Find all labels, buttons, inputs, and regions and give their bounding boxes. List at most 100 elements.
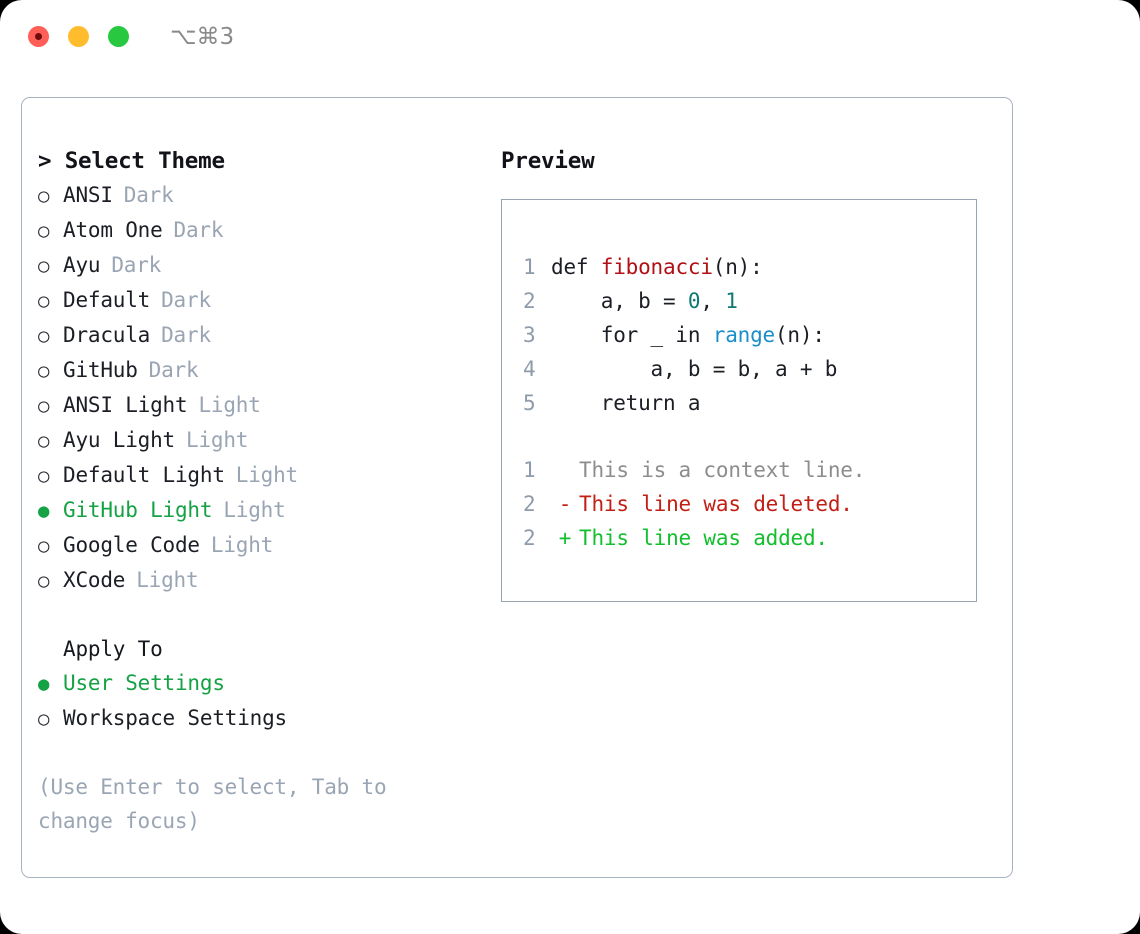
code-token-plain: def (551, 255, 601, 279)
close-button-icon[interactable] (28, 26, 49, 47)
radio-selected-icon: ● (38, 500, 50, 522)
diff-sample: 1 This is a context line.2-This line was… (523, 453, 970, 555)
theme-item-variant-badge: Dark (111, 253, 162, 277)
keyboard-shortcut-label: ⌥⌘3 (170, 24, 235, 50)
theme-item-variant-badge: Dark (161, 323, 211, 347)
code-line-text: def fibonacci(n): (551, 250, 763, 284)
theme-item-default-light[interactable]: ○ Default Light Light (38, 458, 478, 493)
theme-item-label: Dracula (63, 323, 151, 347)
code-token-plain: (n): (712, 255, 763, 279)
minimize-button-icon[interactable] (68, 26, 89, 47)
theme-item-variant-badge: Dark (148, 358, 199, 382)
diff-line-text: This is a context line. (579, 458, 866, 482)
theme-item-label: Default Light (63, 463, 225, 487)
theme-item-google-code[interactable]: ○ Google Code Light (38, 528, 478, 563)
code-line-number: 4 (523, 357, 536, 381)
apply-to-header: Apply To (63, 637, 163, 661)
apply-to-option-user-settings[interactable]: ● User Settings (38, 666, 478, 701)
theme-item-variant-badge: Light (136, 568, 199, 592)
code-line-text: for _ in range(n): (551, 318, 825, 352)
code-token-fn: fibonacci (600, 255, 713, 279)
code-token-call: range (712, 323, 775, 347)
title-bar: ⌥⌘3 (0, 0, 1140, 78)
code-line: 2 a, b = 0, 1 (523, 284, 970, 318)
radio-unselected-icon: ○ (38, 395, 50, 417)
diff-sign-marker: - (558, 492, 572, 516)
list-spacer (38, 598, 478, 632)
code-line-text: a, b = 0, 1 (551, 284, 738, 318)
keyboard-hint-text: (Use Enter to select, Tab to change focu… (38, 775, 387, 833)
theme-item-ansi[interactable]: ○ ANSI Dark (38, 178, 478, 213)
theme-item-label: ANSI (63, 183, 113, 207)
apply-to-option-workspace-settings[interactable]: ○ Workspace Settings (38, 701, 478, 736)
code-line-number: 5 (523, 391, 536, 415)
radio-unselected-icon: ○ (38, 708, 50, 730)
theme-item-label: GitHub (63, 358, 138, 382)
theme-item-default[interactable]: ○ Default Dark (38, 283, 478, 318)
radio-unselected-icon: ○ (38, 535, 50, 557)
diff-sign-marker (551, 453, 579, 487)
code-token-plain: a, b = b, a + b (551, 357, 838, 381)
diff-line-number: 2 (523, 526, 536, 550)
radio-unselected-icon: ○ (38, 465, 50, 487)
radio-unselected-icon: ○ (38, 570, 50, 592)
theme-item-variant-badge: Dark (123, 183, 174, 207)
preview-title: Preview (501, 148, 595, 174)
radio-unselected-icon: ○ (38, 185, 50, 207)
theme-item-variant-badge: Light (198, 393, 261, 417)
diff-line-text: This line was deleted. (579, 492, 853, 516)
diff-line-number: 2 (523, 492, 536, 516)
radio-unselected-icon: ○ (38, 430, 50, 452)
code-token-plain: for _ in (551, 323, 713, 347)
theme-item-label: Atom One (63, 218, 163, 242)
theme-item-dracula[interactable]: ○ Dracula Dark (38, 318, 478, 353)
theme-item-variant-badge: Dark (173, 218, 224, 242)
window-controls (28, 26, 129, 47)
theme-item-ansi-light[interactable]: ○ ANSI Light Light (38, 388, 478, 423)
code-line: 5 return a (523, 386, 970, 420)
theme-item-variant-badge: Light (235, 463, 298, 487)
theme-item-label: GitHub Light (63, 498, 213, 522)
radio-unselected-icon: ○ (38, 325, 50, 347)
diff-sign-marker: + (558, 526, 572, 550)
apply-to-list[interactable]: ● User Settings ○ Workspace Settings (38, 666, 478, 736)
theme-item-label: Google Code (63, 533, 200, 557)
apply-to-option-label: User Settings (63, 671, 225, 695)
radio-selected-icon: ● (38, 673, 50, 695)
diff-line-text: This line was added. (579, 526, 828, 550)
maximize-button-icon[interactable] (108, 26, 129, 47)
code-line-number: 3 (523, 323, 536, 347)
code-line: 3 for _ in range(n): (523, 318, 970, 352)
code-line-number: 2 (523, 289, 536, 313)
select-theme-header: > Select Theme (38, 148, 225, 174)
code-token-num: 1 (725, 289, 738, 313)
diff-line-add: 2 + This line was added. (523, 521, 970, 555)
code-line-text: a, b = b, a + b (551, 352, 838, 386)
theme-item-github-light[interactable]: ● GitHub Light Light (38, 493, 478, 528)
theme-item-xcode[interactable]: ○ XCode Light (38, 563, 478, 598)
diff-line-del: 2-This line was deleted. (523, 487, 970, 521)
radio-unselected-icon: ○ (38, 255, 50, 277)
theme-item-label: Ayu Light (63, 428, 175, 452)
theme-item-label: ANSI Light (63, 393, 188, 417)
theme-item-variant-badge: Dark (161, 288, 211, 312)
theme-item-variant-badge: Light (210, 533, 274, 557)
theme-item-label: Default (63, 288, 151, 312)
theme-item-variant-badge: Light (223, 498, 286, 522)
radio-unselected-icon: ○ (38, 290, 50, 312)
code-line-text: return a (551, 386, 701, 420)
code-token-plain: , (700, 289, 726, 313)
code-token-plain: a, b = (551, 289, 688, 313)
apply-to-option-label: Workspace Settings (63, 706, 287, 730)
theme-item-label: XCode (63, 568, 126, 592)
